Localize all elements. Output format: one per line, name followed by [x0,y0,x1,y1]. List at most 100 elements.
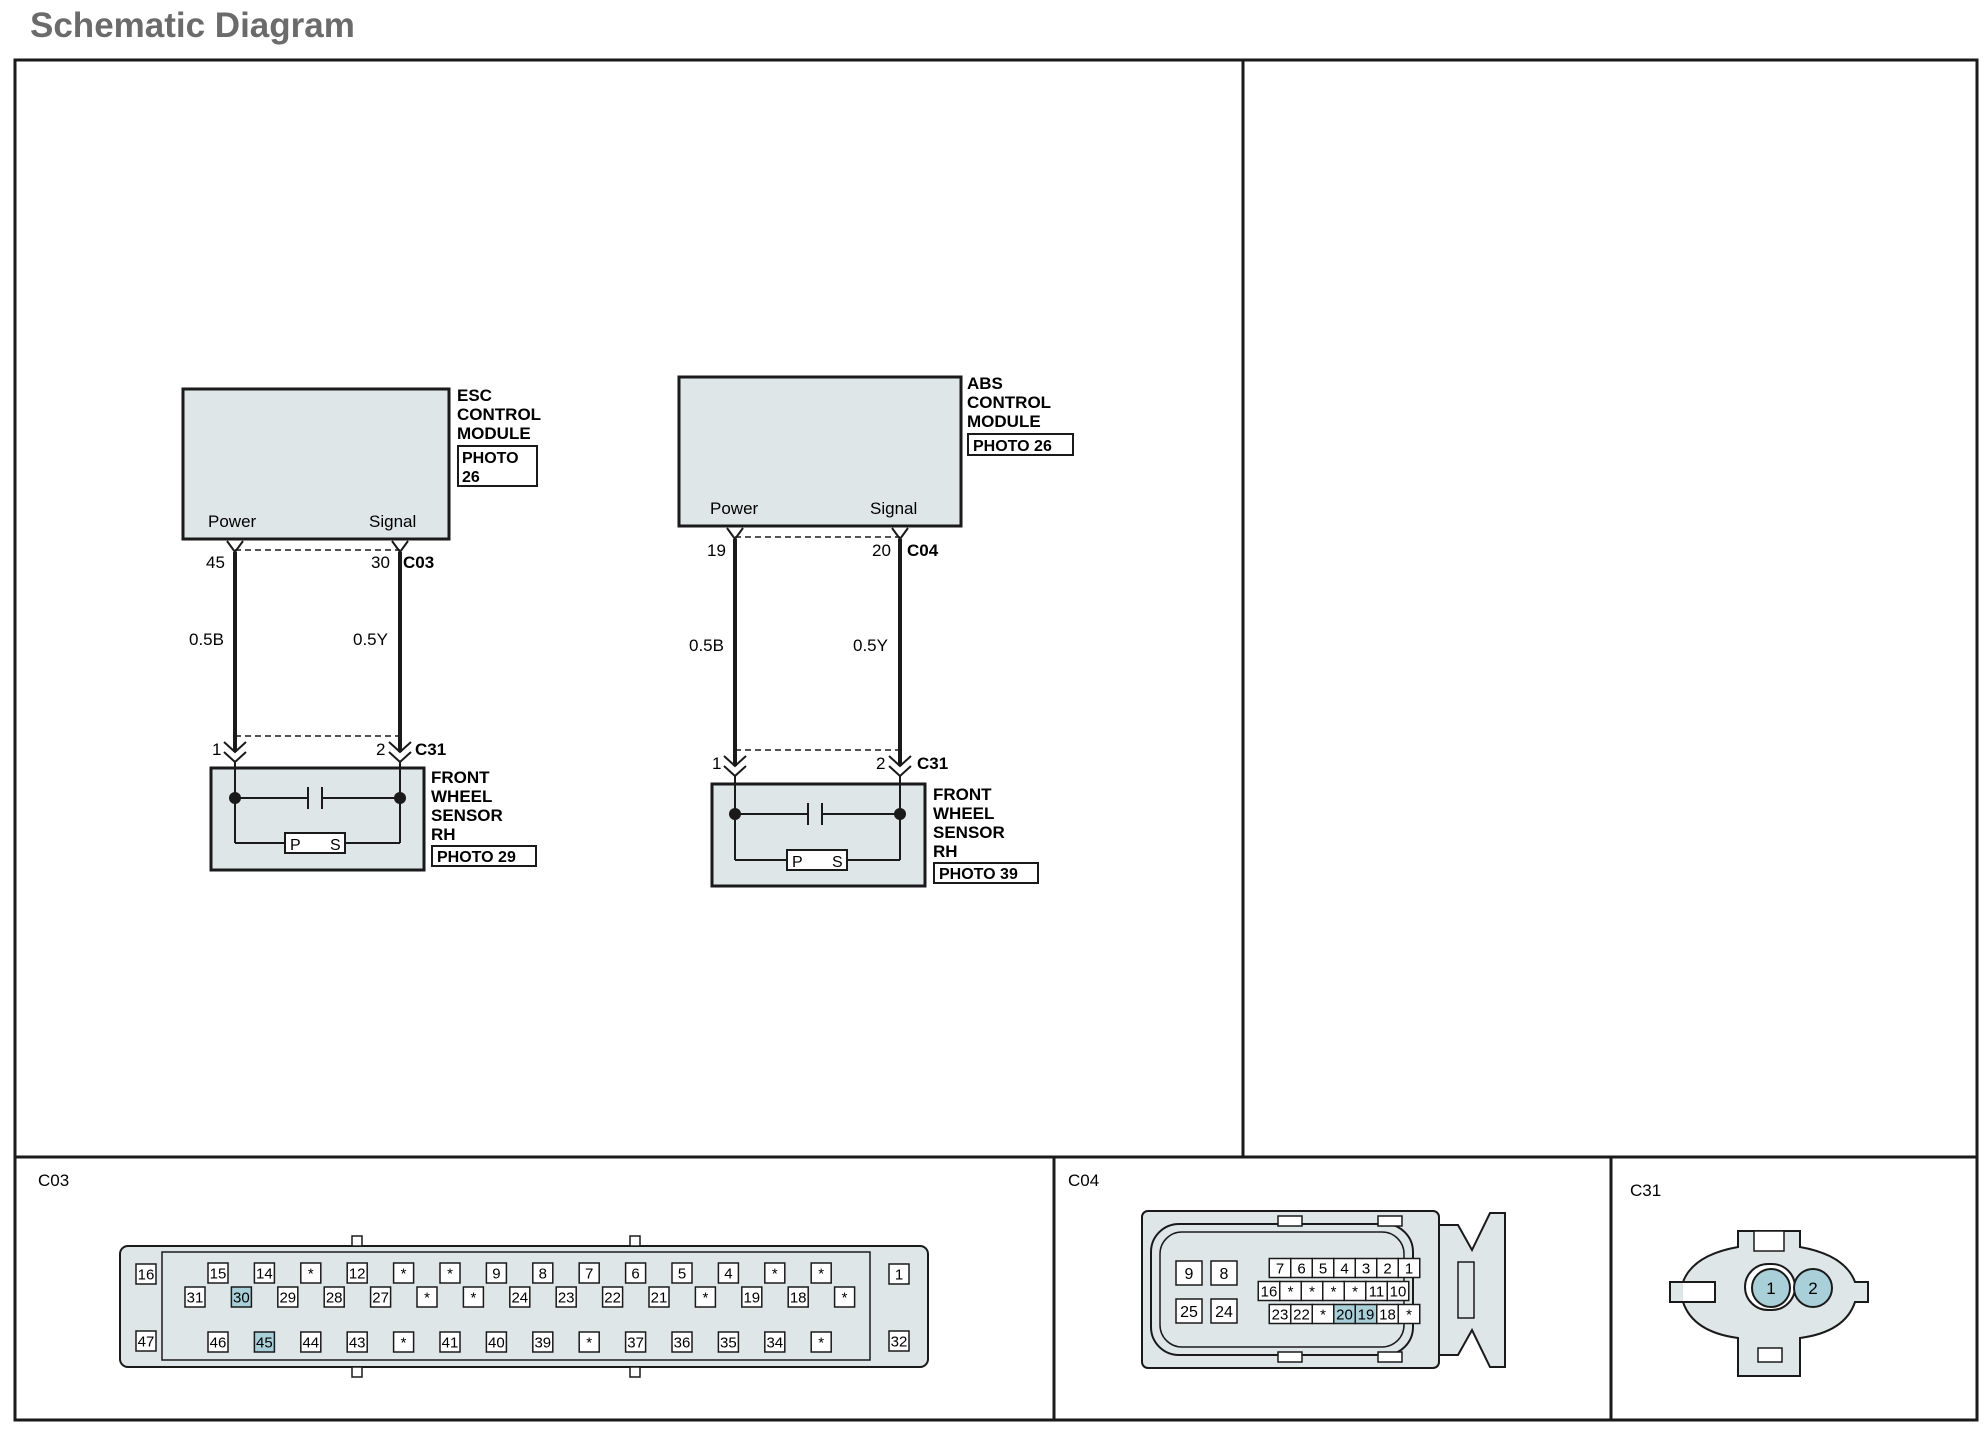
c03-pin-label: 6 [631,1265,639,1282]
c03-pin [671,1331,693,1353]
c04-pin-label: 18 [1379,1306,1396,1323]
c03-pin-label: 22 [604,1289,621,1306]
c03-pin-label: 1 [895,1266,903,1283]
c04-pin-label: 24 [1215,1304,1233,1321]
c03-pin-label: 8 [539,1265,547,1282]
c03-pin-label: 18 [790,1289,807,1306]
c03-pin-label: 43 [349,1334,366,1351]
c03-pin [888,1263,910,1285]
abs-sensor-label-2: WHEEL [933,804,994,823]
abs-junction-dot-left [729,808,741,820]
c31-connector: C31 1 2 [1630,1181,1869,1377]
c03-key-top-left [351,1235,363,1247]
page-title: Schematic Diagram [30,6,355,45]
c03-pin [787,1286,809,1308]
c03-pin [253,1262,276,1284]
abs-sensor-pin-1: 1 [712,754,721,773]
c03-pin [717,1331,740,1353]
c03-pin-label: 41 [442,1334,459,1351]
esc-module-label-3: MODULE [457,424,531,443]
c03-pin-label: 9 [492,1265,500,1282]
c03-pin-label: 21 [651,1289,668,1306]
c03-pin [300,1331,322,1353]
esc-sensor-photo-box [431,845,537,867]
abs-control-module [677,375,963,528]
c04-pin-label: 6 [1297,1260,1305,1277]
c03-pin-label: 27 [372,1289,389,1306]
esc-wire-signal-label: 0.5Y [353,630,388,649]
c03-pin-label: 44 [302,1334,319,1351]
c03-pin-label: * [586,1334,592,1351]
esc-circuit: ESC CONTROL MODULE PHOTO 26 Power Signal… [181,386,541,872]
c03-pin-label: 30 [233,1289,250,1306]
abs-sensor-label-3: SENSOR [933,823,1005,842]
c04-pin-label: 22 [1293,1306,1310,1323]
c03-pin-label: 7 [585,1265,593,1282]
c04-latch-top-2 [1377,1215,1403,1227]
c03-pin [555,1286,577,1308]
c03-pin-label: 5 [678,1265,686,1282]
c04-pin-label: 19 [1358,1306,1375,1323]
c03-pin [648,1286,670,1308]
abs-sensor-pin-2: 2 [876,754,885,773]
c03-pin [764,1331,786,1353]
c04-latch-bottom-2 [1377,1351,1403,1363]
c03-pin [671,1262,693,1284]
c03-pin [509,1286,531,1308]
abs-pin-20-terminal [891,527,909,541]
c03-pin [833,1286,856,1308]
c03-pin [578,1331,600,1353]
esc-connector-c31: C31 [415,740,446,759]
abs-power-label: Power [710,499,759,518]
esc-ps-element [284,832,346,854]
outer-border [13,58,1979,1422]
c04-pin-label: 4 [1340,1260,1348,1277]
esc-sensor-photo: PHOTO 29 [437,849,516,866]
c03-pin [888,1330,910,1352]
c04-pin-label: * [1309,1283,1315,1300]
c03-pin [346,1331,368,1353]
c03-pin-label: 37 [627,1334,644,1351]
c03-pin [439,1262,461,1284]
c03-pin-label: 28 [326,1289,343,1306]
c03-pin-label: 31 [187,1289,204,1306]
c03-pin [764,1262,786,1284]
c04-pin-label: 23 [1272,1306,1289,1323]
c04-pin-label: 7 [1276,1260,1284,1277]
c03-pin [300,1262,322,1284]
c03-key-top-right [629,1235,641,1247]
c03-key-bottom-left [351,1366,363,1378]
c03-pin [369,1286,392,1308]
c04-latch-bottom-1 [1277,1351,1303,1363]
esc-photo-label-2: 26 [462,469,480,486]
c31-left-tab [1669,1281,1683,1303]
c04-pin [1175,1260,1203,1286]
esc-module-label-2: CONTROL [457,405,541,424]
c04-pin-label: 2 [1383,1260,1391,1277]
c03-pin-label: 12 [349,1265,366,1282]
abs-ps-element [786,849,848,871]
c03-pin [624,1331,647,1353]
c31-pin-2-label: 2 [1808,1279,1817,1298]
abs-ps-s: S [832,854,843,871]
esc-junction-dot-right [394,792,406,804]
c03-pin-label: 32 [891,1333,908,1350]
c03-pin [694,1286,717,1308]
esc-sensor-pin-2: 2 [376,740,385,759]
c03-pin-label: 4 [724,1265,732,1282]
c03-pin-label: 29 [279,1289,296,1306]
esc-power-label: Power [208,512,257,531]
esc-connector-c03: C03 [403,553,434,572]
c03-pin [624,1262,647,1284]
abs-pin-power: 19 [707,541,726,560]
esc-ps-s: S [330,837,341,854]
abs-ps-p: P [792,854,803,871]
abs-module-label-1: ABS [967,374,1003,393]
abs-pin-signal: 20 [872,541,891,560]
esc-ps-p: P [290,837,301,854]
